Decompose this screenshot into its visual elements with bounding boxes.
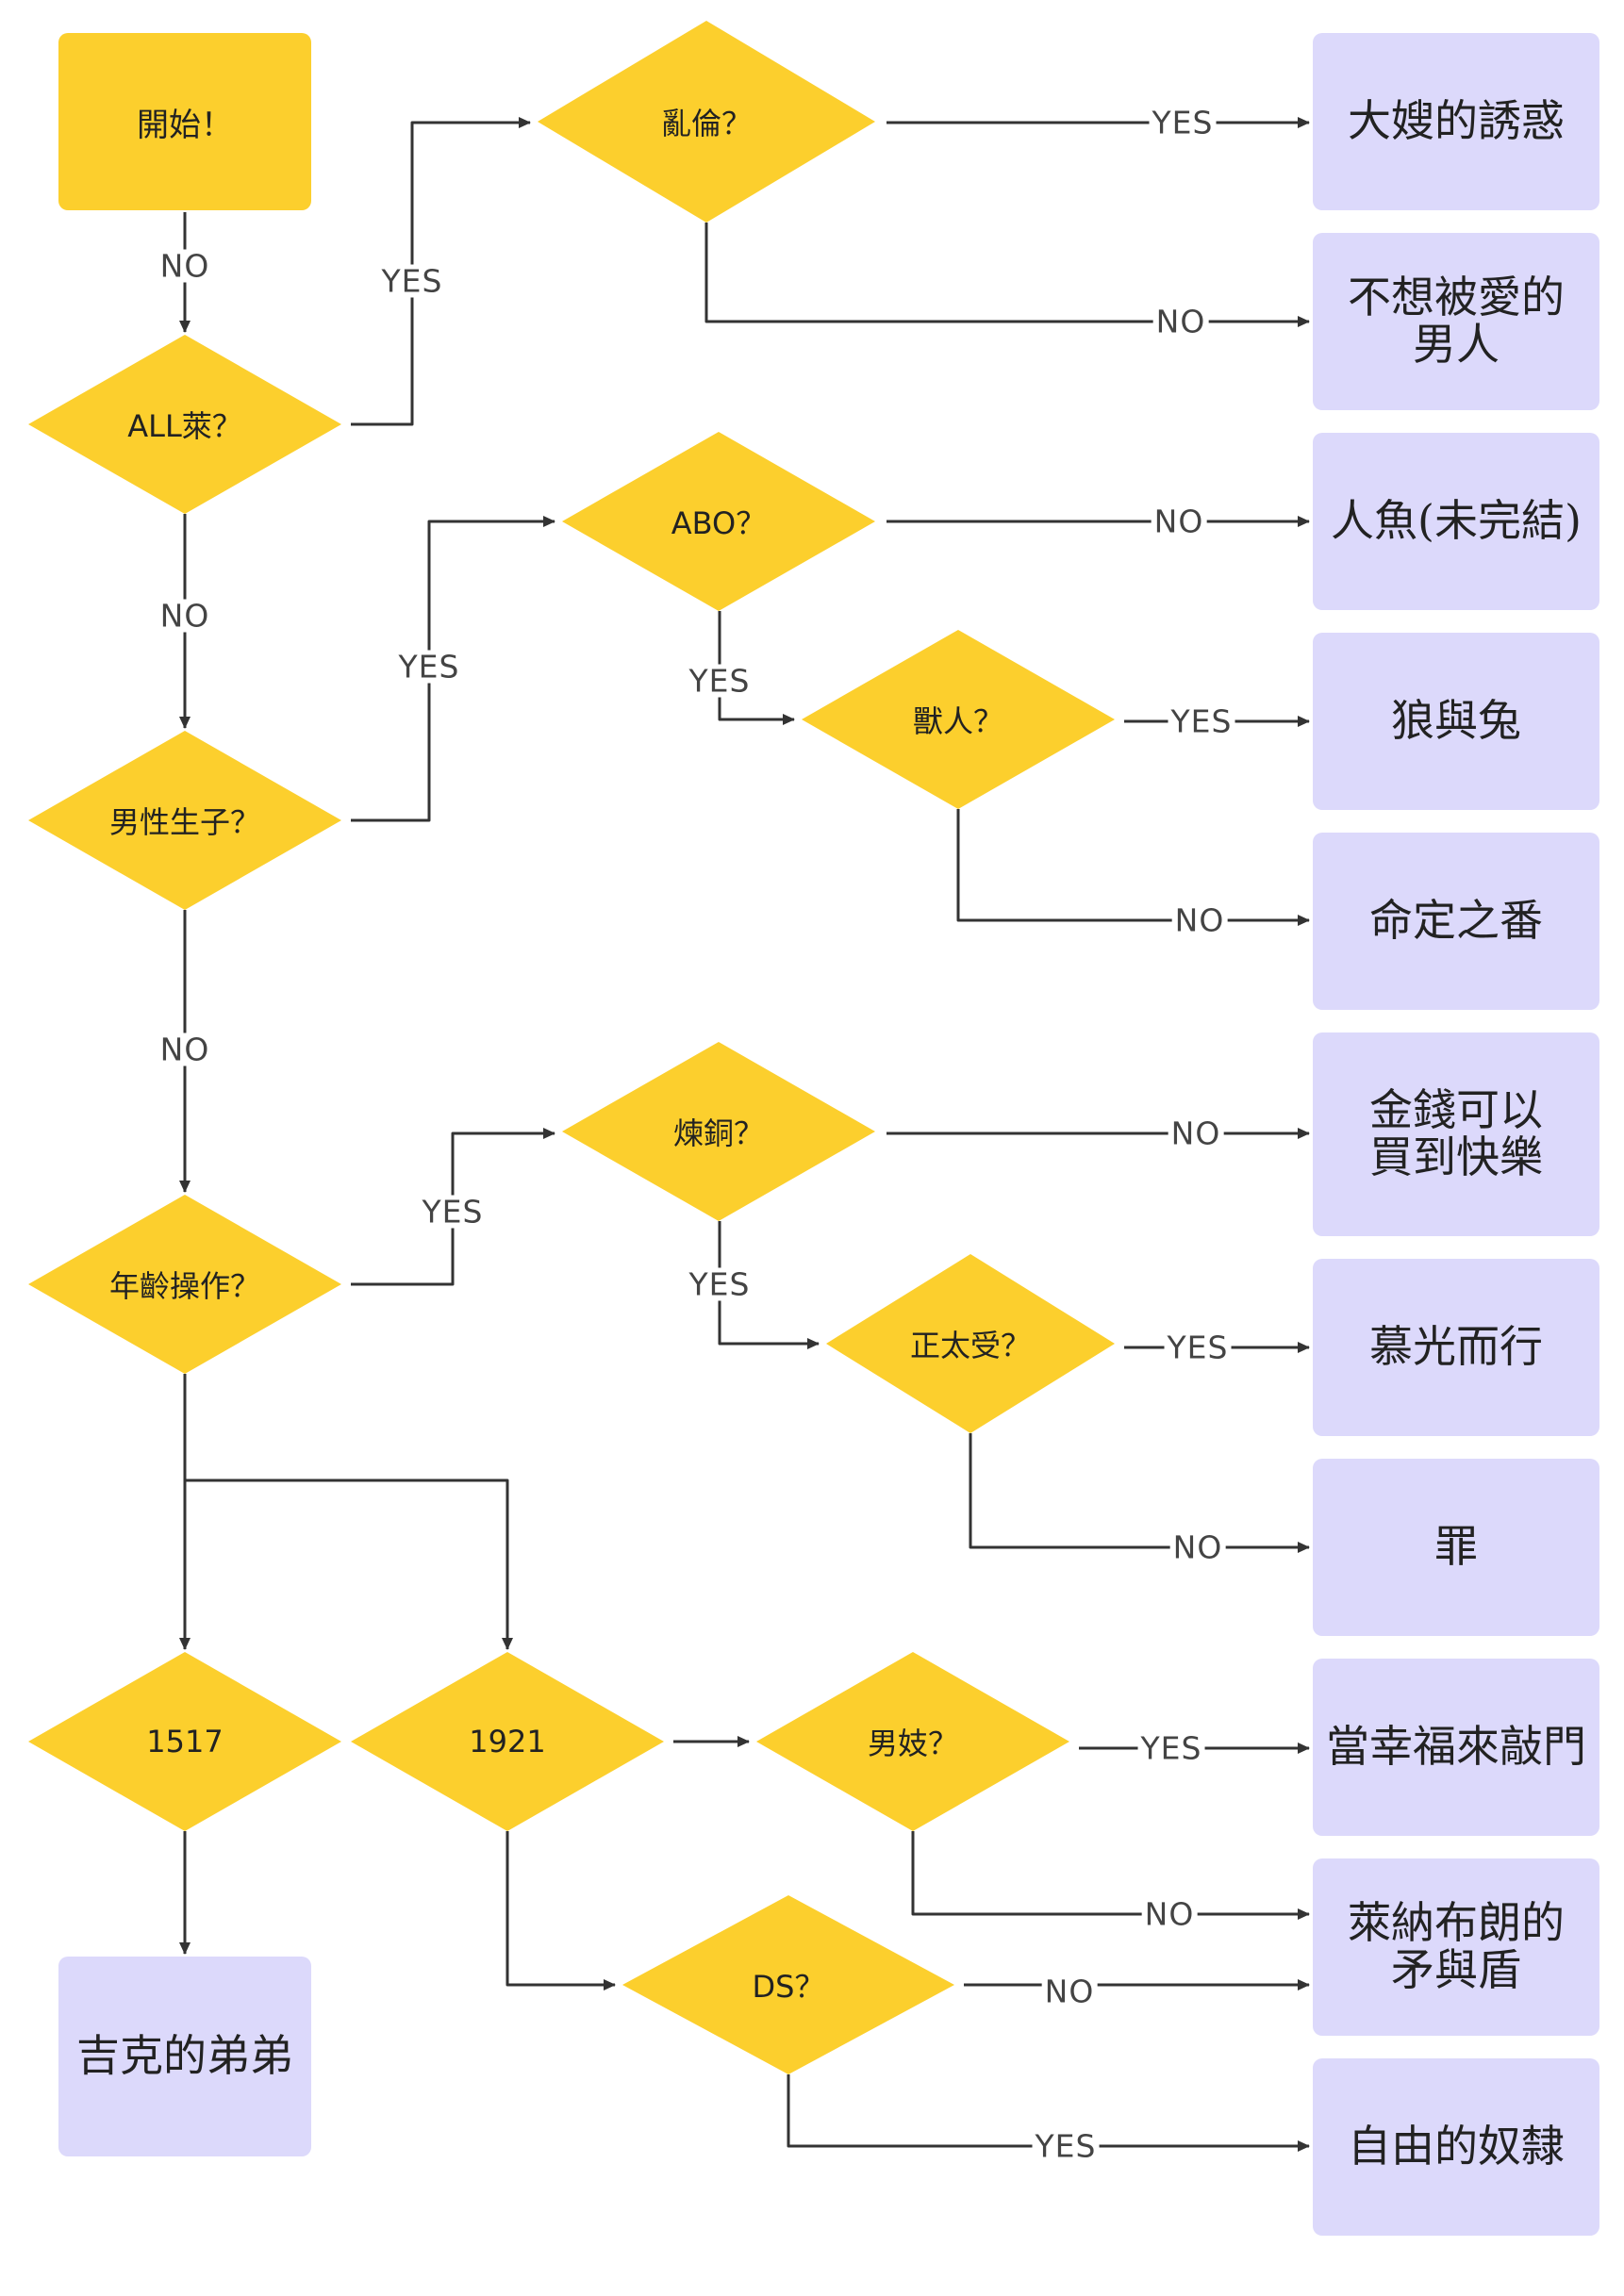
decision-1921: 1921 xyxy=(351,1652,664,1831)
edge-label-beast-yes: YES xyxy=(1168,704,1235,738)
edge-label-lianjin-no: NO xyxy=(1168,1116,1224,1150)
start-node: 開始！ xyxy=(58,33,311,210)
edge-label-ds-no: NO xyxy=(1041,1974,1098,2008)
result-free-slave: 自由的奴隸 xyxy=(1313,2058,1599,2236)
edge-incest-no xyxy=(704,223,1310,327)
result-destined-mate: 命定之番 xyxy=(1313,833,1599,1010)
edge-age-to-1921 xyxy=(185,1478,513,1650)
result-sin: 罪 xyxy=(1313,1459,1599,1636)
result-mermaid-label: 人魚(未完結) xyxy=(1331,495,1582,547)
decision-abo-label: ABO？ xyxy=(671,505,767,541)
result-mermaid: 人魚(未完結) xyxy=(1313,433,1599,610)
result-unloved-man-label: 不想被愛的 男人 xyxy=(1348,272,1565,370)
result-wolf-rabbit: 狼與兔 xyxy=(1313,633,1599,810)
edge-abo-yes xyxy=(718,611,795,725)
result-sister-in-law-label: 大嫂的誘惑 xyxy=(1348,95,1565,147)
decision-shota: 正太受？ xyxy=(826,1254,1115,1433)
decision-1517-label: 1517 xyxy=(146,1724,224,1759)
edge-lianjin-yes xyxy=(718,1221,820,1349)
result-towards-light-label: 慕光而行 xyxy=(1369,1321,1543,1373)
edge-label-lianjin-yes: YES xyxy=(686,1267,754,1301)
decision-prostitute: 男妓？ xyxy=(756,1652,1069,1831)
result-destined-mate-label: 命定之番 xyxy=(1369,895,1543,947)
result-sin-label: 罪 xyxy=(1434,1521,1478,1573)
edge-label-prostitute-yes: YES xyxy=(1137,1731,1205,1765)
result-sister-in-law: 大嫂的誘惑 xyxy=(1313,33,1599,210)
start-label: 開始！ xyxy=(137,106,233,144)
decision-ds-label: DS？ xyxy=(752,1969,825,2005)
decision-abo: ABO？ xyxy=(562,432,875,611)
decision-lianjin: 煉銅？ xyxy=(562,1042,875,1221)
edge-label-abo-no: NO xyxy=(1151,504,1207,538)
decision-mpreg: 男性生子？ xyxy=(28,731,341,910)
edge-prostitute-no xyxy=(911,1831,1310,1920)
result-reiner-braun-label: 萊納布朗的 矛與盾 xyxy=(1348,1897,1565,1995)
decision-shota-label: 正太受？ xyxy=(909,1328,1031,1363)
result-free-slave-label: 自由的奴隸 xyxy=(1348,2121,1565,2172)
result-money-happiness-label: 金錢可以 買到快樂 xyxy=(1369,1084,1543,1182)
decision-beastman: 獸人？ xyxy=(802,630,1115,809)
decision-ds: DS？ xyxy=(622,1895,954,2074)
decision-all-lai: ALL萊？ xyxy=(28,335,341,514)
edge-label-incest-yes: YES xyxy=(1149,106,1217,140)
decision-beastman-label: 獸人？ xyxy=(912,703,1003,739)
edge-label-all-to-incest: YES xyxy=(378,264,446,298)
edge-label-mpreg-to-age: NO xyxy=(157,1032,213,1066)
edge-label-incest-no: NO xyxy=(1152,305,1209,339)
edge-shota-no xyxy=(969,1433,1310,1553)
decision-all-lai-label: ALL萊？ xyxy=(127,408,242,444)
edge-label-start-to-all: NO xyxy=(157,249,213,283)
result-unloved-man: 不想被愛的 男人 xyxy=(1313,233,1599,410)
decision-mpreg-label: 男性生子？ xyxy=(108,804,260,840)
edge-ds-yes xyxy=(787,2074,1310,2152)
decision-incest: 亂倫？ xyxy=(538,21,875,223)
edge-label-shota-yes: YES xyxy=(1164,1330,1232,1364)
result-reiner-braun: 萊納布朗的 矛與盾 xyxy=(1313,1858,1599,2036)
result-towards-light: 慕光而行 xyxy=(1313,1259,1599,1436)
edge-label-age-to-lianjin: YES xyxy=(419,1195,487,1229)
decision-1921-label: 1921 xyxy=(469,1724,546,1759)
edge-1921-to-ds xyxy=(505,1831,616,1990)
decision-1517: 1517 xyxy=(28,1652,341,1831)
edge-label-abo-yes: YES xyxy=(686,664,754,698)
result-money-happiness: 金錢可以 買到快樂 xyxy=(1313,1032,1599,1236)
edge-label-beast-no: NO xyxy=(1171,903,1228,937)
edge-label-shota-no: NO xyxy=(1169,1530,1226,1564)
edge-label-all-to-mpreg: NO xyxy=(157,599,213,633)
decision-lianjin-label: 煉銅？ xyxy=(672,1115,764,1151)
decision-prostitute-label: 男妓？ xyxy=(867,1726,958,1761)
decision-age-label: 年齡操作？ xyxy=(108,1268,260,1304)
edge-label-ds-yes: YES xyxy=(1032,2129,1100,2163)
edge-label-mpreg-to-abo: YES xyxy=(395,650,463,684)
result-happiness-knocks: 當幸福來敲門 xyxy=(1313,1659,1599,1836)
edge-beast-no xyxy=(956,809,1310,926)
result-wolf-rabbit-label: 狼與兔 xyxy=(1391,695,1521,747)
decision-incest-label: 亂倫？ xyxy=(660,106,752,141)
result-zeke-brother: 吉克的弟弟 xyxy=(58,1957,311,2156)
result-zeke-brother-label: 吉克的弟弟 xyxy=(76,2030,293,2082)
decision-age: 年齡操作？ xyxy=(28,1195,341,1374)
edge-label-prostitute-no: NO xyxy=(1141,1897,1198,1931)
result-happiness-knocks-label: 當幸福來敲門 xyxy=(1326,1721,1586,1773)
